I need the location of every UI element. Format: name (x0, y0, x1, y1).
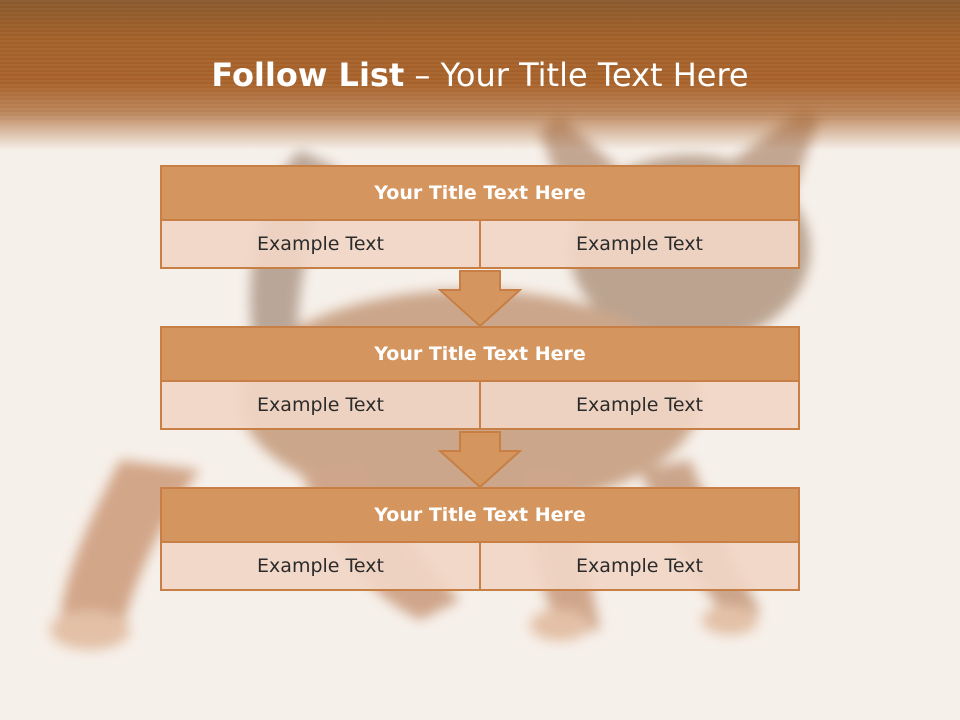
block-title: Your Title Text Here (160, 326, 800, 382)
list-block-3: Your Title Text Here Example Text Exampl… (160, 487, 800, 591)
slide-title-rest: – Your Title Text Here (404, 56, 749, 94)
block-cell-right: Example Text (479, 221, 798, 267)
block-cell-right: Example Text (479, 382, 798, 428)
down-arrow-icon (438, 270, 522, 328)
block-cell-left: Example Text (257, 555, 384, 577)
block-row: Example Text Example Text (160, 221, 800, 269)
block-title: Your Title Text Here (160, 165, 800, 221)
block-cell-left: Example Text (257, 233, 384, 255)
block-row: Example Text Example Text (160, 382, 800, 430)
header-band (0, 0, 960, 150)
slide-title: Follow List – Your Title Text Here (0, 55, 960, 95)
down-arrow-icon (438, 431, 522, 489)
list-block-1: Your Title Text Here Example Text Exampl… (160, 165, 800, 269)
block-cell-right: Example Text (479, 543, 798, 589)
block-cell-left: Example Text (257, 394, 384, 416)
list-block-2: Your Title Text Here Example Text Exampl… (160, 326, 800, 430)
block-row: Example Text Example Text (160, 543, 800, 591)
slide-title-bold: Follow List (211, 56, 405, 94)
block-title: Your Title Text Here (160, 487, 800, 543)
